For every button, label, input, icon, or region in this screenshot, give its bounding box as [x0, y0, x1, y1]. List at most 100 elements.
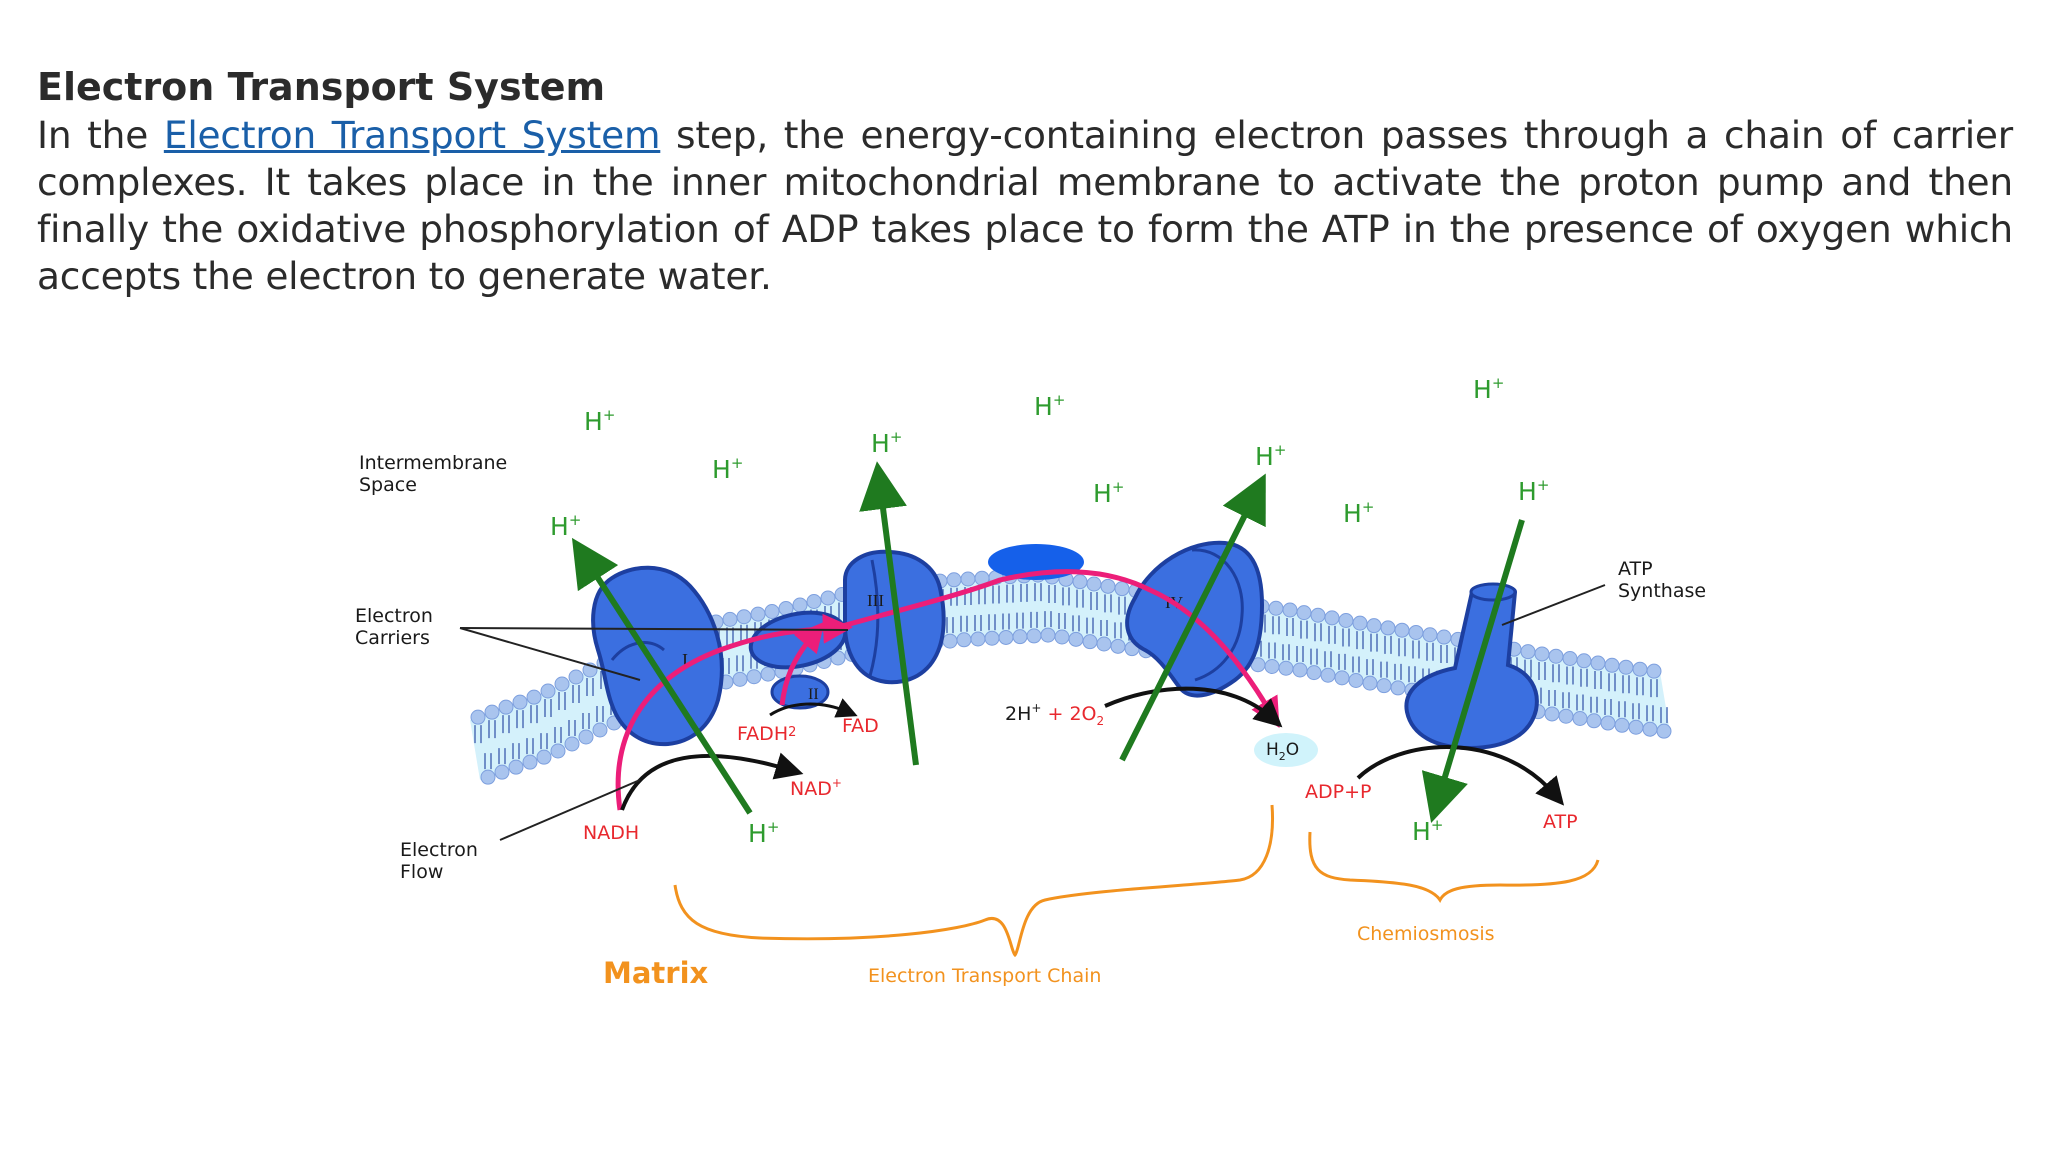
flow-label-1: Electron [400, 839, 478, 861]
intermembrane-label-2: Space [359, 474, 417, 496]
lipid-tail [1020, 583, 1038, 628]
lipid-head-inner [1264, 659, 1280, 674]
lipid-head-inner [592, 722, 608, 738]
nadh-label: NADH [583, 822, 639, 844]
proton-label: H+ [1518, 476, 1549, 506]
lipid-tail [558, 692, 576, 736]
atp-synthase-label-1: ATP [1618, 558, 1653, 580]
lipid-tail [572, 685, 590, 729]
lipid-head-inner [942, 633, 958, 649]
lipid-head-outer [484, 704, 500, 720]
lipid-head-outer [1296, 605, 1312, 621]
lipid-head-inner [1558, 708, 1574, 724]
lipid-head-outer [568, 669, 584, 685]
lipid-head-inner [746, 669, 762, 685]
lipid-head-outer [736, 609, 752, 625]
lipid-head-inner [830, 650, 846, 666]
adp-label: ADP+P [1305, 781, 1371, 803]
lipid-tail [1552, 664, 1570, 709]
lipid-head-outer [820, 590, 836, 606]
lipid-tail [740, 624, 758, 669]
lipid-tail [530, 705, 548, 750]
lipid-head-outer [1100, 578, 1116, 594]
lipid-tail [502, 715, 520, 760]
lipid-head-outer [1086, 576, 1102, 592]
lipid-head-outer [1282, 602, 1298, 618]
lipid-tail [586, 678, 604, 722]
paragraph-text-start: In the [37, 113, 164, 157]
lipid-tail [1622, 675, 1640, 720]
complex-2-label: II [808, 686, 819, 703]
lipid-head-outer [1422, 627, 1438, 643]
oxygen-eq-2h: 2H [1005, 703, 1031, 725]
lipid-tail [1594, 671, 1612, 716]
nad-plus: + [832, 776, 842, 790]
lipid-head-inner [1026, 628, 1042, 644]
lipid-head-inner [732, 671, 748, 687]
lipid-tail [1398, 638, 1416, 683]
lipid-head-outer [764, 604, 780, 619]
lipid-head-inner [1348, 673, 1364, 688]
lipid-head-inner [1544, 706, 1560, 722]
lipid-head-inner [1012, 629, 1028, 645]
lipid-tail [1062, 587, 1080, 632]
lipid-tail [964, 587, 982, 631]
proton-label: H+ [1343, 498, 1374, 528]
lipid-head-outer [1352, 615, 1368, 631]
article: Electron Transport System In the Electro… [37, 62, 2013, 300]
lipid-head-inner [1572, 711, 1588, 726]
oxygen-eq-plus: + [1031, 701, 1041, 715]
proton-label: H+ [712, 454, 743, 484]
lipid-tail [726, 627, 744, 672]
water-h: H [1266, 740, 1279, 760]
lipid-head-outer [540, 683, 556, 699]
lipid-head-outer [960, 571, 976, 587]
lipid-head-inner [1334, 670, 1350, 686]
lipid-head-outer [792, 597, 808, 613]
lipid-head-outer [1436, 629, 1452, 645]
lipid-tail [978, 586, 996, 631]
proton-label: H+ [871, 428, 902, 458]
proton-labels: H+H+H+H+H+H+H+H+H+H+H+H+ [550, 374, 1549, 848]
lipid-tail [1104, 594, 1122, 639]
lipid-head-inner [1376, 678, 1392, 694]
lipid-head-outer [470, 709, 486, 725]
lipid-head-inner [480, 769, 496, 785]
proton-label: H+ [1034, 391, 1065, 421]
lipid-head-inner [564, 736, 580, 752]
fadh-label: FADH2 [737, 723, 796, 745]
fadh-text: FADH [737, 723, 788, 745]
lipid-head-inner [508, 759, 524, 775]
lipid-tail [1650, 679, 1668, 724]
lipid-head-outer [1366, 618, 1382, 634]
lipid-head-inner [578, 729, 594, 745]
intermembrane-label-1: Intermembrane [359, 452, 507, 474]
lipid-head-outer [526, 689, 542, 705]
lipid-head-outer [1338, 613, 1354, 628]
oxygen-equation: 2H+ + 2O2 [1005, 701, 1104, 728]
lipid-tail [1090, 592, 1108, 636]
lipid-head-outer [1576, 653, 1592, 669]
electron-flow-path [615, 569, 1280, 811]
lipid-head-outer [1310, 607, 1326, 623]
water-sub: 2 [1279, 750, 1286, 763]
lipid-tail [488, 720, 506, 765]
lipid-head-inner [1292, 662, 1308, 678]
nad-text: NAD [790, 778, 832, 800]
lipid-head-outer [1072, 574, 1088, 590]
flow-label-2: Flow [400, 861, 443, 883]
lipid-tail [1538, 661, 1556, 706]
lipid-tail [1566, 666, 1584, 711]
electron-transport-system-link[interactable]: Electron Transport System [163, 113, 661, 157]
lipid-head-inner [1614, 717, 1630, 733]
lipid-head-inner [1040, 627, 1056, 643]
lipid-head-inner [1390, 680, 1406, 696]
atp-label: ATP [1543, 811, 1578, 833]
complex-3-label: III [867, 591, 884, 610]
lipid-head-outer [750, 606, 766, 622]
lipid-tail [1370, 633, 1388, 678]
lipid-head-inner [1586, 713, 1602, 729]
lipid-head-outer [1268, 600, 1284, 616]
lipid-tail [1608, 673, 1626, 718]
